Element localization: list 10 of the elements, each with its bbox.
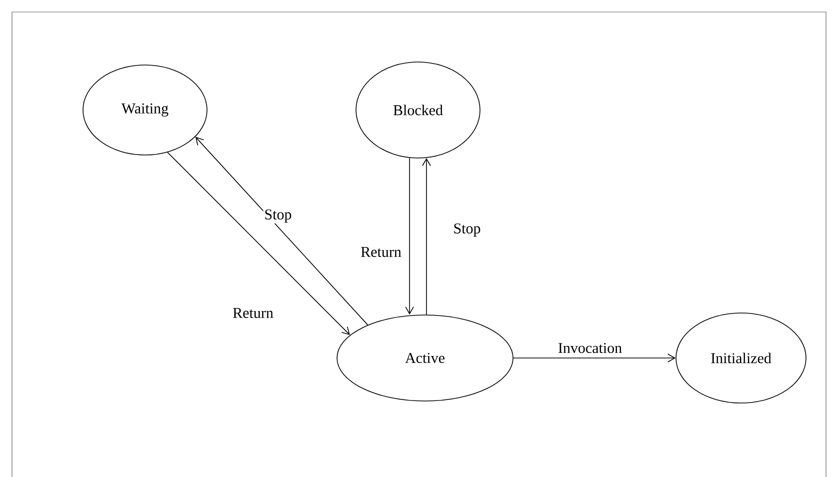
edge-label: Return: [232, 307, 274, 319]
edge-label: Invocation: [556, 342, 624, 354]
arrow: [422, 158, 431, 315]
arrow: [405, 158, 414, 315]
arrow: [195, 136, 368, 326]
edge-label: Stop: [452, 222, 482, 238]
arrow: [513, 354, 676, 362]
edge-label: Return: [360, 246, 402, 258]
edge-label: Stop: [263, 208, 293, 224]
arrow: [167, 152, 350, 336]
